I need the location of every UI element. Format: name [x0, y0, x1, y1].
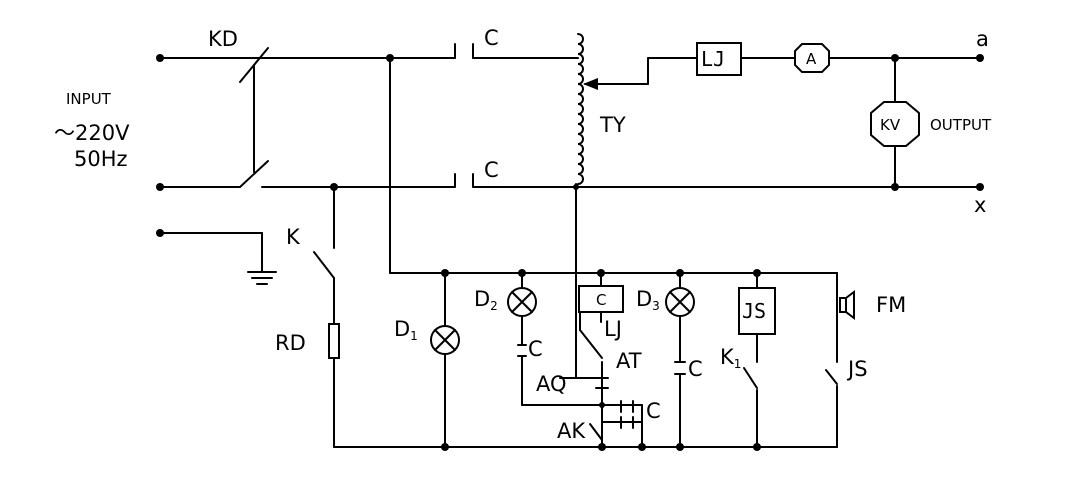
label-rd: RD	[275, 331, 306, 355]
junction-c-bottom	[638, 443, 646, 451]
label-k1: K1	[720, 345, 741, 371]
junction-kv-bottom	[891, 183, 899, 191]
ammeter-symbol	[794, 43, 830, 73]
junction-ty-top	[573, 184, 579, 190]
junction-bottom-k	[330, 183, 338, 191]
label-k: K	[286, 225, 301, 249]
junction-c-top	[597, 269, 605, 277]
junction-d2-top	[518, 269, 526, 277]
label-c-top: C	[484, 26, 499, 50]
label-d3-sub: 3	[652, 299, 660, 313]
junction-at-bottom	[598, 443, 606, 451]
label-js-contact: JS	[846, 357, 868, 381]
k-switch-blade	[313, 251, 335, 279]
label-d1: D1	[394, 317, 418, 343]
label-d1-main: D	[394, 317, 410, 341]
label-voltage: ～220V	[54, 121, 130, 145]
ty-coil	[577, 33, 584, 185]
label-frequency: 50Hz	[74, 147, 128, 171]
js-contact-blade	[825, 369, 838, 385]
label-c-bottom: C	[484, 158, 499, 182]
terminal-bottom-input	[156, 183, 164, 191]
label-c-mid: C	[646, 399, 661, 423]
label-c-relay: C	[596, 291, 606, 309]
kv-voltmeter-symbol	[870, 101, 920, 147]
ak-blade	[589, 423, 603, 441]
junction-d3-bottom	[676, 443, 684, 451]
junction-kv-top	[891, 54, 899, 62]
label-d2-main: D	[474, 287, 490, 311]
k1-switch-blade	[743, 367, 758, 389]
label-k1-sub: 1	[734, 357, 742, 371]
label-lj-contact: LJ	[604, 317, 622, 341]
junction-k1-bottom	[753, 443, 761, 451]
label-ty: TY	[599, 113, 626, 137]
terminal-a	[976, 54, 984, 62]
junction-top-feed	[386, 54, 394, 62]
terminal-ground	[156, 229, 164, 237]
label-d3-main: D	[636, 287, 652, 311]
d1-lamp-x2	[434, 329, 456, 351]
wiper-arrow	[583, 78, 598, 90]
junction-at-mid	[599, 402, 605, 408]
label-at: AT	[616, 349, 642, 373]
junction-d1-bottom	[441, 443, 449, 451]
label-k1-main: K	[720, 345, 735, 369]
label-lj-box: LJ	[701, 47, 725, 71]
junction-d1-top	[441, 269, 449, 277]
terminal-x	[976, 183, 984, 191]
kd-switch-bottom-blade	[239, 160, 269, 188]
label-d2-sub: 2	[490, 299, 498, 313]
label-ammeter: A	[806, 50, 817, 68]
label-kd: KD	[208, 27, 238, 51]
label-input: INPUT	[66, 90, 112, 108]
label-c-d3: C	[688, 357, 703, 381]
junction-js-top	[753, 269, 761, 277]
label-js-box: JS	[742, 299, 766, 323]
label-aq: AQ	[536, 372, 567, 396]
label-ak: AK	[557, 419, 586, 443]
label-d3: D3	[636, 287, 660, 313]
d2-lamp-x2	[511, 291, 533, 313]
label-d2: D2	[474, 287, 498, 313]
lj-contact-blade	[579, 329, 603, 359]
label-output: OUTPUT	[930, 116, 992, 134]
label-x: x	[974, 193, 986, 217]
label-kv: KV	[880, 116, 901, 134]
terminal-top-input	[156, 54, 164, 62]
label-fm: FM	[876, 293, 906, 317]
label-d1-sub: 1	[410, 329, 418, 343]
label-c-d2: C	[528, 337, 543, 361]
rd-fuse	[328, 323, 340, 359]
label-a: a	[976, 27, 989, 51]
junction-d3-top	[676, 269, 684, 277]
d3-lamp-x2	[669, 291, 691, 313]
fm-buzzer-horn	[845, 290, 855, 320]
